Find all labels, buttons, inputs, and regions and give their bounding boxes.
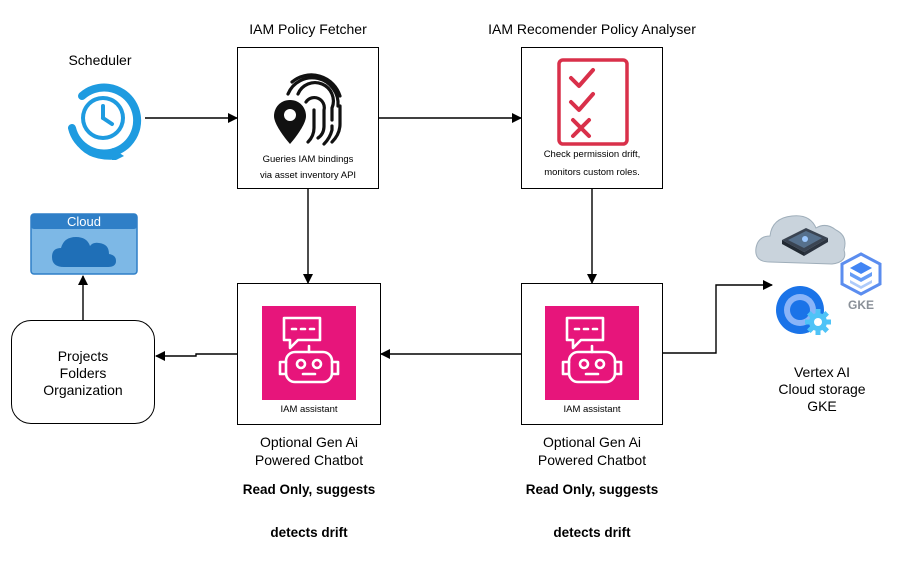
services-line3: GKE <box>807 398 837 414</box>
chatbot-left-box: IAM assistant <box>237 283 381 425</box>
fetcher-desc-line2: via asset inventory API <box>259 170 357 181</box>
cloud-chip-icon <box>755 215 846 265</box>
analyser-title: IAM Recomender Policy Analyser <box>488 21 696 37</box>
chatbot-icon <box>545 306 639 400</box>
hierarchy-folders: Folders <box>59 365 107 381</box>
chatbot-left-note-line1: Read Only, suggests <box>242 482 376 497</box>
vertex-ai-icon <box>776 286 831 335</box>
fingerprint-location-icon <box>274 73 342 146</box>
chatbot-left-label: IAM assistant <box>280 404 338 415</box>
chatbot-right-note-line1: Read Only, suggests <box>525 482 659 497</box>
chatbot-right-box: IAM assistant <box>521 283 663 425</box>
hierarchy-projects: Projects <box>57 348 109 364</box>
chatbot-right-label: IAM assistant <box>563 404 621 415</box>
chatbot-right-caption-line2: Powered Chatbot <box>537 452 647 468</box>
gke-badge-label: GKE <box>847 298 874 312</box>
analyser-desc-line1: Check permission drift, <box>543 149 641 160</box>
analyser-box: Check permission drift, monitors custom … <box>521 47 663 189</box>
hierarchy-box: Projects Folders Organization <box>11 320 155 424</box>
fetcher-box: Gueries IAM bindings via asset inventory… <box>237 47 379 189</box>
arrow-chatbot-to-hierarchy <box>155 351 237 361</box>
services-line1: Vertex AI <box>793 364 851 380</box>
gke-icon <box>840 252 882 296</box>
arrow-chatbot-to-services <box>663 280 773 354</box>
chatbot-left-caption-line1: Optional Gen Ai <box>259 434 359 450</box>
fetcher-desc-line1: Gueries IAM bindings <box>262 154 354 165</box>
chatbot-icon <box>262 306 356 400</box>
clock-refresh-icon <box>68 83 142 160</box>
analyser-desc-line2: monitors custom roles. <box>544 167 640 178</box>
cloud-window-icon <box>30 213 138 275</box>
chatbot-right-note-line2: detects drift <box>553 525 631 540</box>
chatbot-left-caption-line2: Powered Chatbot <box>254 452 364 468</box>
services-line2: Cloud storage <box>778 381 866 397</box>
chatbot-right-caption-line1: Optional Gen Ai <box>542 434 642 450</box>
checklist-icon <box>557 58 629 146</box>
chatbot-left-note-line2: detects drift <box>270 525 348 540</box>
cloud-title: Cloud <box>67 214 101 229</box>
scheduler-label: Scheduler <box>68 52 132 68</box>
hierarchy-organization: Organization <box>43 382 123 398</box>
fetcher-title: IAM Policy Fetcher <box>249 21 367 37</box>
